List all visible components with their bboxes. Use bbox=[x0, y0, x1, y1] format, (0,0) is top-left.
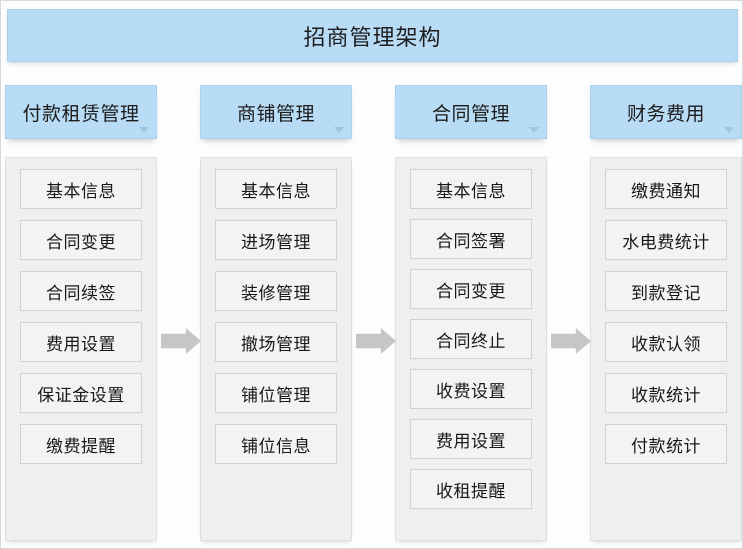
list-item[interactable]: 缴费通知 bbox=[605, 169, 727, 209]
column-payment-lease-management: 付款租赁管理 基本信息 合同变更 合同续签 费用设置 保证金设置 缴费提醒 bbox=[5, 85, 157, 541]
column-header-label-0: 付款租赁管理 bbox=[22, 102, 140, 125]
list-item[interactable]: 撤场管理 bbox=[215, 322, 337, 362]
column-finance-fees: 财务费用 缴费通知 水电费统计 到款登记 收款认领 收款统计 付款统计 bbox=[590, 85, 742, 541]
list-item[interactable]: 付款统计 bbox=[605, 424, 727, 464]
column-header-2[interactable]: 合同管理 bbox=[395, 85, 547, 139]
column-header-1[interactable]: 商铺管理 bbox=[200, 85, 352, 139]
list-item[interactable]: 合同终止 bbox=[410, 319, 532, 359]
list-item[interactable]: 铺位管理 bbox=[215, 373, 337, 413]
diagram-title-bar: 招商管理架构 bbox=[7, 9, 738, 62]
list-item[interactable]: 缴费提醒 bbox=[20, 424, 142, 464]
list-item[interactable]: 到款登记 bbox=[605, 271, 727, 311]
list-item[interactable]: 收款统计 bbox=[605, 373, 727, 413]
list-item[interactable]: 收费设置 bbox=[410, 369, 532, 409]
flow-arrow-right-icon bbox=[551, 328, 591, 354]
list-item[interactable]: 基本信息 bbox=[20, 169, 142, 209]
list-item[interactable]: 合同续签 bbox=[20, 271, 142, 311]
list-item[interactable]: 费用设置 bbox=[410, 419, 532, 459]
list-item[interactable]: 进场管理 bbox=[215, 220, 337, 260]
column-header-3[interactable]: 财务费用 bbox=[590, 85, 742, 139]
column-contract-management: 合同管理 基本信息 合同签署 合同变更 合同终止 收费设置 费用设置 收租提醒 bbox=[395, 85, 547, 541]
list-item[interactable]: 合同签署 bbox=[410, 219, 532, 259]
column-body-3: 缴费通知 水电费统计 到款登记 收款认领 收款统计 付款统计 bbox=[590, 157, 742, 541]
list-item[interactable]: 收款认领 bbox=[605, 322, 727, 362]
column-body-2: 基本信息 合同签署 合同变更 合同终止 收费设置 费用设置 收租提醒 bbox=[395, 157, 547, 541]
column-body-1: 基本信息 进场管理 装修管理 撤场管理 铺位管理 铺位信息 bbox=[200, 157, 352, 541]
column-shop-management: 商铺管理 基本信息 进场管理 装修管理 撤场管理 铺位管理 铺位信息 bbox=[200, 85, 352, 541]
page-title: 招商管理架构 bbox=[303, 25, 442, 51]
chevron-down-icon[interactable] bbox=[139, 127, 149, 133]
flow-arrow-right-icon bbox=[356, 328, 396, 354]
list-item[interactable]: 保证金设置 bbox=[20, 373, 142, 413]
column-header-label-3: 财务费用 bbox=[626, 102, 705, 125]
column-header-0[interactable]: 付款租赁管理 bbox=[5, 85, 157, 139]
list-item[interactable]: 铺位信息 bbox=[215, 424, 337, 464]
list-item[interactable]: 收租提醒 bbox=[410, 469, 532, 509]
list-item[interactable]: 合同变更 bbox=[410, 269, 532, 309]
list-item[interactable]: 水电费统计 bbox=[605, 220, 727, 260]
column-body-0: 基本信息 合同变更 合同续签 费用设置 保证金设置 缴费提醒 bbox=[5, 157, 157, 541]
list-item[interactable]: 基本信息 bbox=[410, 169, 532, 209]
list-item[interactable]: 合同变更 bbox=[20, 220, 142, 260]
flow-arrow-right-icon bbox=[161, 328, 201, 354]
list-item[interactable]: 基本信息 bbox=[215, 169, 337, 209]
column-header-label-2: 合同管理 bbox=[431, 102, 510, 125]
chevron-down-icon[interactable] bbox=[724, 127, 734, 133]
chevron-down-icon[interactable] bbox=[529, 127, 539, 133]
column-header-label-1: 商铺管理 bbox=[236, 102, 315, 125]
list-item[interactable]: 装修管理 bbox=[215, 271, 337, 311]
list-item[interactable]: 费用设置 bbox=[20, 322, 142, 362]
chevron-down-icon[interactable] bbox=[334, 127, 344, 133]
